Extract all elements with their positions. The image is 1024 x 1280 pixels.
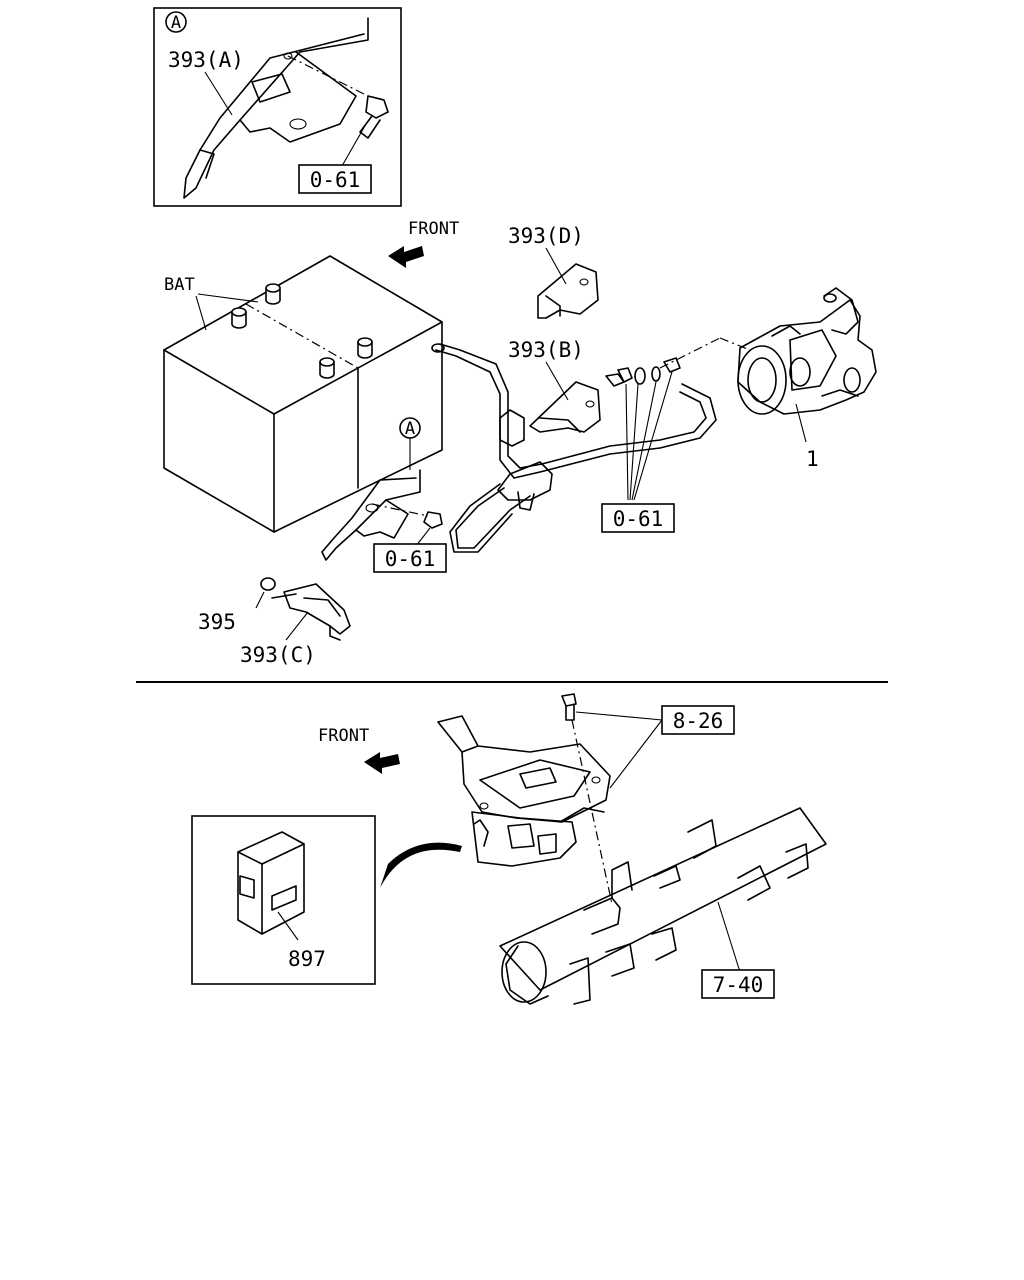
detail-a-inset: A 393(A) 0-61 xyxy=(153,7,402,207)
front-indicator-upper: FRONT xyxy=(388,219,459,268)
leader-bat-1 xyxy=(195,295,207,331)
ref-box-7-40 xyxy=(701,969,775,999)
part-label-393c: 393(C) xyxy=(240,643,316,667)
cable-clip-upper xyxy=(499,409,525,447)
bracket-393b xyxy=(529,381,601,433)
detail-a-callout: A xyxy=(399,417,421,470)
starter-motor xyxy=(737,287,877,415)
battery-terminals xyxy=(231,283,373,379)
leader-0-61-a xyxy=(341,123,367,167)
leader-bat-2 xyxy=(197,293,259,303)
ref-0-61-left: 0-61 xyxy=(385,547,436,571)
cable-clip-lower xyxy=(497,461,553,501)
leader-393b xyxy=(545,361,569,401)
bolt-axis-line xyxy=(571,719,613,905)
module-inset-frame xyxy=(191,815,376,985)
leader-0-61-left xyxy=(415,527,431,547)
ref-box-0-61-right xyxy=(601,503,675,533)
part-label-393d: 393(D) xyxy=(508,224,584,248)
ref-8-26: 8-26 xyxy=(673,709,724,733)
front-indicator-lower: FRONT xyxy=(318,726,400,774)
bracket-393c xyxy=(271,583,351,641)
bolt-8-26 xyxy=(561,693,577,721)
detail-a-marker-circle xyxy=(165,11,187,33)
starter-fasteners xyxy=(605,357,681,387)
ref-box-0-61-detail xyxy=(298,164,372,194)
battery: BAT xyxy=(163,255,443,533)
leader-8-26-b xyxy=(609,719,663,789)
leader-393c xyxy=(285,611,309,641)
leader-8-26-a xyxy=(575,711,663,721)
module-inset: 897 xyxy=(191,815,376,985)
control-module-installed xyxy=(471,811,577,867)
module-mounting-bracket xyxy=(437,715,611,823)
front-label-lower: FRONT xyxy=(318,726,369,746)
front-label-upper: FRONT xyxy=(408,219,459,239)
curved-arrow-icon xyxy=(380,842,462,888)
front-arrow-lower-icon xyxy=(364,752,400,774)
ref-box-8-26 xyxy=(661,705,735,735)
bracket-393d xyxy=(537,263,599,319)
part-label-897: 897 xyxy=(288,947,326,971)
detail-a-marker: A xyxy=(171,13,181,33)
battery-cable xyxy=(431,337,751,553)
part-label-starter: 1 xyxy=(806,447,819,471)
leader-897 xyxy=(277,911,299,941)
leader-starter xyxy=(795,403,807,443)
part-label-395: 395 xyxy=(198,610,236,634)
leader-7-40 xyxy=(717,901,741,973)
ref-box-0-61-left xyxy=(373,543,447,573)
bracket-393a xyxy=(183,17,373,199)
ref-7-40: 7-40 xyxy=(713,973,764,997)
leader-393d xyxy=(545,247,567,285)
battery-label: BAT xyxy=(164,275,195,295)
bracket-393a-main xyxy=(321,469,443,561)
part-label-393a: 393(A) xyxy=(168,48,244,72)
bolt-main-a xyxy=(423,511,443,529)
ref-0-61-detail: 0-61 xyxy=(310,168,361,192)
leaders-0-61-right xyxy=(625,371,673,501)
frame-rail xyxy=(499,807,827,1005)
leader-395 xyxy=(255,591,265,609)
ref-0-61-right: 0-61 xyxy=(613,507,664,531)
detail-a-callout-marker: A xyxy=(405,419,415,439)
front-arrow-upper-icon xyxy=(388,246,424,268)
nut-395 xyxy=(260,577,276,591)
part-label-393b: 393(B) xyxy=(508,338,584,362)
